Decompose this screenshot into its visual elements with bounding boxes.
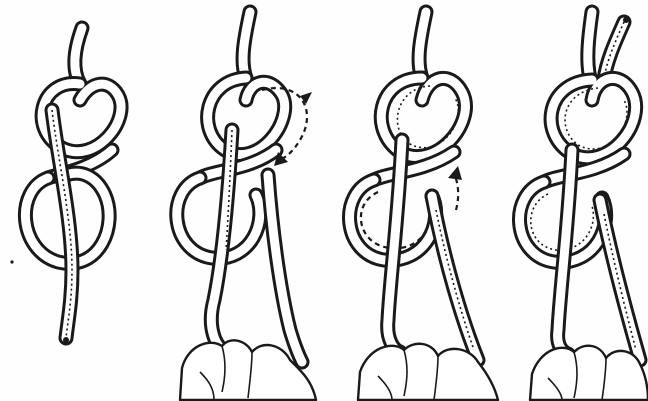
step-1-figure-eight-knot [25,28,121,343]
ink-speck [10,260,13,263]
step-3-follow-through [350,12,498,400]
step-2-rethread-loop [177,12,316,400]
step-4-finished-loop [520,12,648,400]
